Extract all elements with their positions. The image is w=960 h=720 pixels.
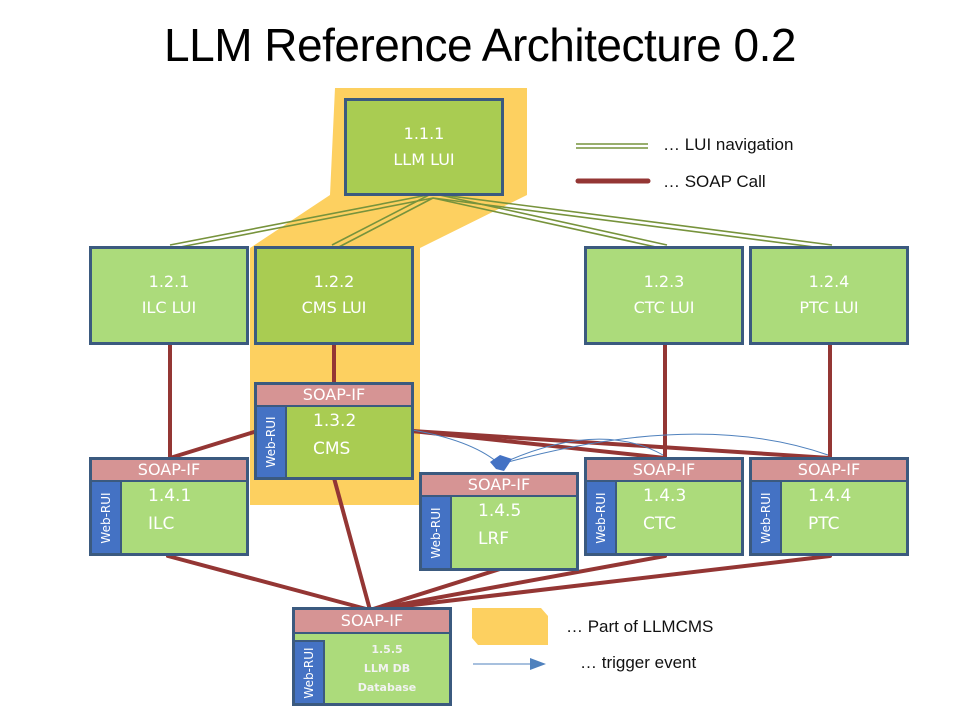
node-body: 1.4.1 ILC [122,482,246,553]
web-rui-label: Web-RUI [594,491,608,544]
node-1-3-2[interactable]: SOAP-IF Web-RUI 1.3.2 CMS [254,382,414,480]
node-id: 1.2.2 [313,272,355,291]
node-id: 1.4.4 [808,486,852,506]
edge-soap-141-155 [166,554,372,612]
node-name: LRF [478,529,510,549]
node-name: LLM LUI [393,150,455,169]
edge-soap-144-155 [368,554,832,612]
soap-call-edges [166,343,832,612]
edge-soap-132-144 [410,429,832,460]
node-name: ILC LUI [141,298,197,317]
node-1-5-5[interactable]: SOAP-IF Web-RUI 1.5.5 LLM DB Database [292,607,452,706]
node-1-2-4[interactable]: 1.2.4 PTC LUI [749,246,909,345]
web-rui-bar: Web-RUI [587,482,617,553]
web-rui-bar: Web-RUI [92,482,122,553]
node-body: 1.4.4 PTC [782,482,906,553]
edge-soap-132-141 [168,430,256,460]
node-1-2-3[interactable]: 1.2.3 CTC LUI [584,246,744,345]
edge-lui-111-122 [331,193,434,250]
node-1-4-4[interactable]: SOAP-IF Web-RUI 1.4.4 PTC [749,457,909,556]
legend-soap-call: … SOAP Call [663,172,766,191]
legend-lui-navigation-line [576,143,648,149]
legend-trigger-arrowhead [530,658,546,670]
web-rui-bar: Web-RUI [422,497,452,568]
web-rui-label: Web-RUI [99,491,113,544]
soap-if-label: SOAP-IF [257,385,411,407]
node-name: CTC LUI [633,298,695,317]
trigger-event-edges [411,429,829,463]
edge-lui-111-124 [432,193,833,250]
node-id: 1.4.5 [478,501,522,521]
edge-soap-143-155 [368,554,667,612]
legend-lui-navigation: … LUI navigation [663,135,794,154]
soap-if-label: SOAP-IF [752,460,906,482]
web-rui-label: Web-RUI [429,506,443,559]
web-rui-bar: Web-RUI [257,407,287,477]
node-1-4-1[interactable]: SOAP-IF Web-RUI 1.4.1 ILC [89,457,249,556]
lui-navigation-edges [169,193,833,250]
web-rui-label: Web-RUI [264,416,278,468]
node-1-4-5[interactable]: SOAP-IF Web-RUI 1.4.5 LRF [419,472,579,571]
node-id: 1.1.1 [403,124,445,143]
diagram-title: LLM Reference Architecture 0.2 [164,19,796,71]
node-subtitle: Database [357,681,417,694]
edge-trigger-132-145 [411,429,498,463]
node-1-2-1[interactable]: 1.2.1 ILC LUI [89,246,249,345]
web-rui-bar: Web-RUI [295,640,325,703]
node-id: 1.3.2 [313,411,357,431]
legend-trigger-event: … trigger event [580,653,697,672]
web-rui-label: Web-RUI [302,646,316,699]
node-name: ILC [148,514,175,534]
edge-trigger-143-145 [504,438,664,463]
edge-soap-145-155 [368,567,502,612]
node-name: CMS [313,439,351,459]
legend-llmcms-swatch [472,608,548,645]
node-1-4-3[interactable]: SOAP-IF Web-RUI 1.4.3 CTC [584,457,744,556]
soap-if-label: SOAP-IF [92,460,246,482]
node-body: 1.3.2 CMS [287,407,411,477]
node-id: 1.5.5 [371,643,403,656]
node-name: PTC LUI [799,298,859,317]
node-body: 1.4.5 LRF [452,497,576,568]
node-body: 1.5.5 LLM DB Database [325,634,449,703]
node-id: 1.2.3 [643,272,685,291]
web-rui-bar: Web-RUI [752,482,782,553]
node-1-1-1[interactable]: 1.1.1 LLM LUI [344,98,504,196]
node-id: 1.2.1 [148,272,190,291]
node-body: 1.4.3 CTC [617,482,741,553]
edge-lui-111-121 [169,193,434,250]
web-rui-label: Web-RUI [759,491,773,544]
soap-if-label: SOAP-IF [587,460,741,482]
node-id: 1.2.4 [808,272,850,291]
soap-if-label: SOAP-IF [422,475,576,497]
node-name: CMS LUI [301,298,367,317]
node-id: 1.4.3 [643,486,687,506]
edge-soap-132-155 [332,476,372,612]
node-id: 1.4.1 [148,486,192,506]
edge-trigger-144-145 [507,433,829,463]
node-name: PTC [808,514,840,534]
node-name: LLM DB [363,662,411,675]
trigger-arrowhead [490,455,512,471]
node-1-2-2[interactable]: 1.2.2 CMS LUI [254,246,414,345]
node-name: CTC [643,514,677,534]
legend-part-of-llmcms: … Part of LLMCMS [566,617,714,636]
soap-if-label: SOAP-IF [295,610,449,634]
